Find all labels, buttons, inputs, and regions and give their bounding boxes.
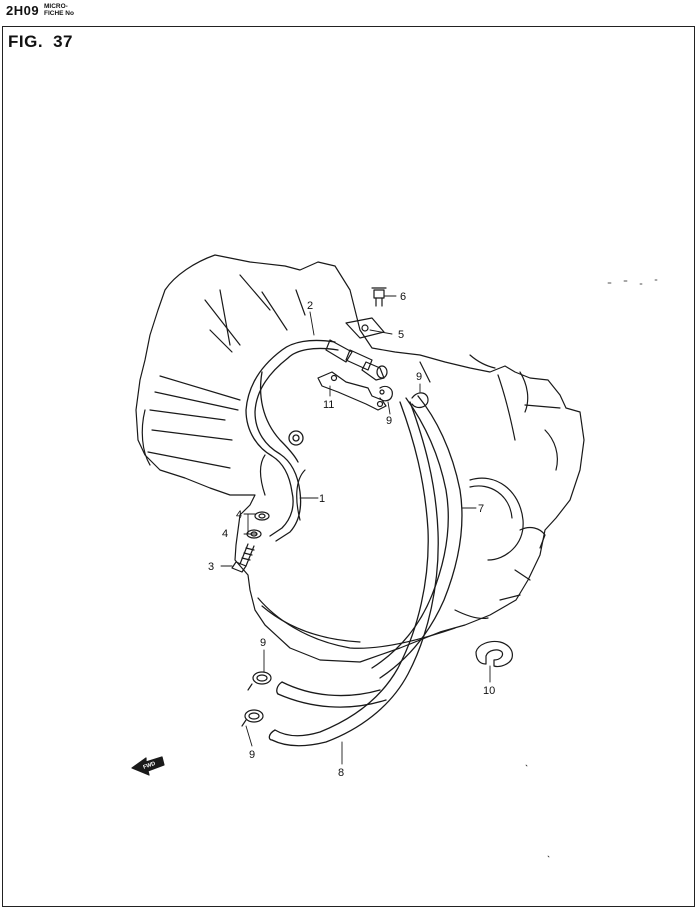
callout-9-upper-left: 9 [386,415,392,427]
fwd-arrow [131,756,165,776]
hose-7 [371,395,463,679]
page-header: 2H09 MICRO- FICHE No [0,0,699,26]
figure-title: FIG. 37 [8,32,83,52]
clamp-9-lower-b [241,709,264,727]
bracket-11 [317,371,387,411]
callout-3: 3 [208,561,214,573]
callout-9-upper-right: 9 [416,371,422,383]
figure-number: 37 [53,32,73,51]
document-code: 2H09 [6,3,40,18]
callout-7: 7 [478,503,484,515]
transmission-housing [135,254,585,663]
hose-8 [268,401,439,747]
callout-11: 11 [323,399,334,411]
pipe-2-fittings [325,339,388,381]
bolt-6 [371,287,387,307]
bolt-3 [231,543,255,573]
clamp-10 [475,640,513,668]
microfiche-label-line2: FICHE No [44,10,74,17]
leader-lines [220,295,491,765]
plate-5 [345,317,385,339]
callout-1: 1 [319,493,325,505]
callout-5: 5 [398,329,404,341]
clamp-9-lower-a [247,671,272,691]
washer-4-upper [254,511,270,521]
print-specks [525,279,658,858]
callout-9-lower-b: 9 [249,749,255,761]
microfiche-label: MICRO- FICHE No [44,3,74,17]
callout-9-lower-a: 9 [260,637,266,649]
fwd-label: FWD [142,761,156,771]
callout-6: 6 [400,291,406,303]
figure-frame [2,26,695,907]
clamp-9-upper [379,385,429,409]
pipe-1 [245,339,339,542]
figure-prefix: FIG. [8,32,44,51]
microfiche-label-line1: MICRO- [44,3,68,10]
callout-2: 2 [307,300,313,312]
callout-10: 10 [483,685,495,697]
callout-8: 8 [338,767,344,779]
callout-4-upper: 4 [236,509,242,521]
callout-4-lower: 4 [222,528,228,540]
